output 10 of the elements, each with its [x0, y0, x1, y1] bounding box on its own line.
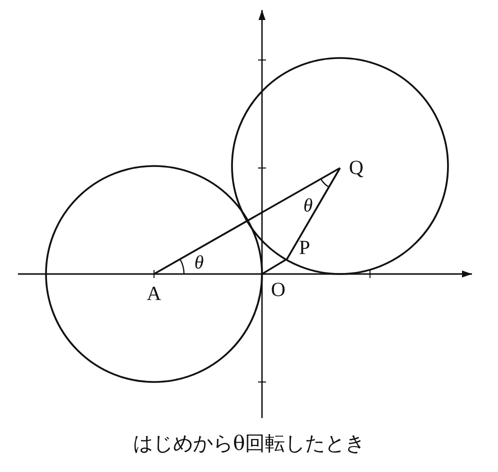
line-segment: [286, 168, 341, 260]
line-segment: [154, 167, 340, 275]
line-segment: [262, 258, 288, 275]
caption: はじめからθ回転したとき: [132, 430, 366, 457]
point-label: O: [262, 274, 286, 300]
point-label: A: [146, 274, 162, 304]
angle-label: θ: [303, 196, 313, 216]
point-label: Q: [340, 158, 364, 178]
point-label: P: [287, 238, 310, 259]
angle-label: θ: [194, 254, 204, 272]
